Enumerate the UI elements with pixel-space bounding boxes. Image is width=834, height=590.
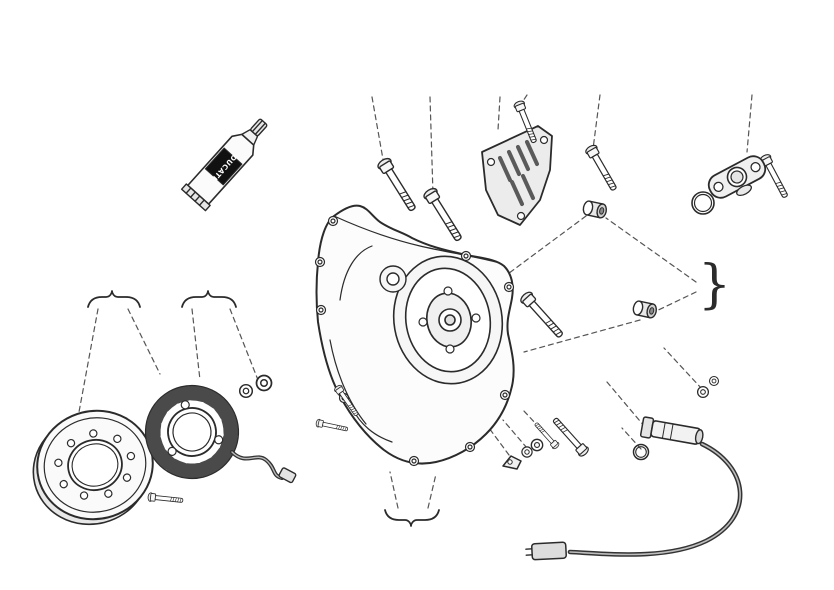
leader-line <box>229 308 259 381</box>
retainer-clip <box>502 455 522 470</box>
sensor-cable <box>567 441 743 557</box>
alternator-cover <box>314 204 515 467</box>
o-ring-large <box>691 191 715 215</box>
leader-line <box>606 381 646 428</box>
washer-stator-2 <box>255 374 273 392</box>
heat-guard-plate <box>481 125 553 226</box>
washer-stator-1 <box>238 383 254 399</box>
leader-line <box>389 471 399 509</box>
washer-sensor-1 <box>696 385 710 399</box>
leader-line <box>427 473 437 509</box>
washer-sensor-2 <box>708 375 720 387</box>
sealant-tube: DUCATI <box>180 118 268 212</box>
washer-bottom-2 <box>530 438 544 452</box>
cover-rim-line <box>333 215 497 263</box>
bolt-top-left-2 <box>421 185 466 245</box>
bolt-top-left-1 <box>375 155 420 215</box>
overbrace-stator <box>181 290 237 308</box>
leader-line <box>371 96 385 166</box>
leader-line <box>523 319 641 353</box>
sensor-body <box>650 420 701 445</box>
bushing-lower <box>631 299 659 320</box>
screw-flywheel <box>147 492 184 506</box>
breather-flange <box>707 155 767 199</box>
o-ring-sensor <box>632 443 650 461</box>
leader-line <box>488 427 510 456</box>
wire-connector <box>278 467 297 484</box>
sensor-tail <box>694 429 704 445</box>
leader-line <box>746 94 753 153</box>
stator-mount-holes <box>167 400 224 456</box>
stator-teeth <box>145 385 239 479</box>
stator-wire <box>230 450 297 484</box>
stator-outer-ring <box>144 384 240 480</box>
leader-line <box>78 308 99 413</box>
bolt-top-right <box>583 142 621 194</box>
cable-connector <box>525 541 567 561</box>
side-stand-sensor <box>525 416 743 561</box>
screw-cover-left <box>315 418 349 434</box>
overbrace-flywheel <box>87 290 141 308</box>
flywheel-rotor <box>32 409 154 526</box>
stator-bore <box>172 412 212 452</box>
leader-line <box>502 419 528 449</box>
leader-line <box>649 291 697 315</box>
cover-rib-1 <box>339 245 373 301</box>
underbrace-cover-screws <box>384 509 440 527</box>
plate-slots <box>498 140 539 206</box>
leader-line <box>127 308 161 375</box>
sensor-cable-highlight <box>569 443 741 556</box>
stator <box>144 384 240 480</box>
leader-line <box>497 96 501 131</box>
plate-outline <box>481 125 553 226</box>
leader-line <box>191 308 201 381</box>
leader-line <box>429 96 434 195</box>
tube-crimp <box>180 183 211 212</box>
leader-line <box>605 217 697 283</box>
plate-holes <box>486 135 549 221</box>
flywheel-holes <box>54 429 136 500</box>
tube-label-band <box>204 147 243 186</box>
leader-line <box>592 94 601 150</box>
washer-bottom-1 <box>521 446 533 458</box>
bolt-bottom-mid <box>549 414 591 459</box>
cover-upper-boss <box>379 265 407 293</box>
bolt-mid-right <box>518 289 567 342</box>
callout-braces <box>87 290 440 527</box>
cover-rib-3 <box>329 339 367 425</box>
right-brace-callout: } <box>698 255 731 315</box>
leader-line <box>663 347 703 390</box>
cover-central-boss <box>392 255 504 385</box>
